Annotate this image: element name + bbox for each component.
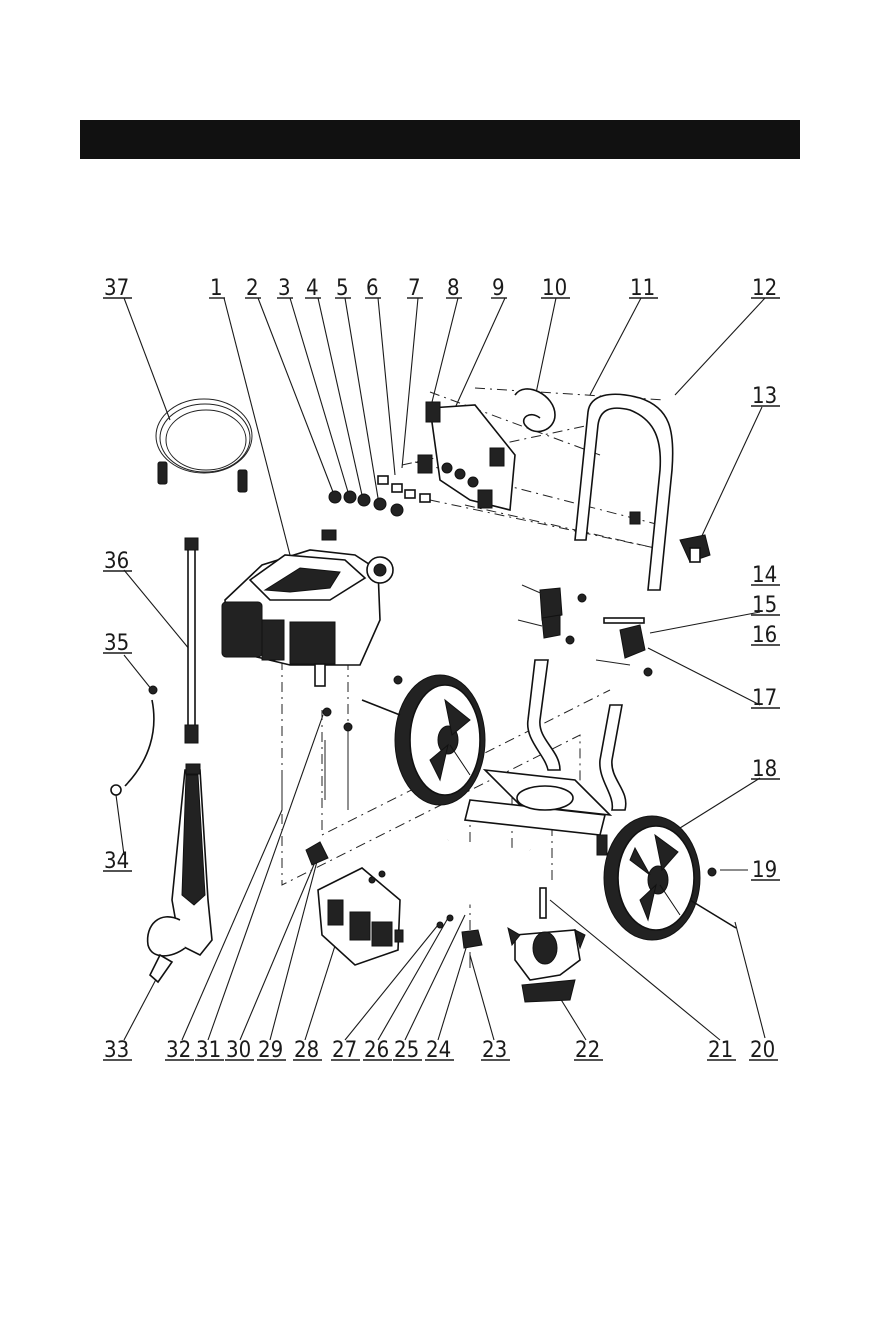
callout-label-23: 23 <box>482 1038 507 1063</box>
callout-label-34: 34 <box>104 849 129 874</box>
spray-gun <box>148 764 212 982</box>
callout-label-7: 7 <box>408 276 421 301</box>
callout-label-5: 5 <box>336 276 349 301</box>
callout-label-24: 24 <box>426 1038 451 1063</box>
callout-label-14: 14 <box>752 563 777 588</box>
callout-label-35: 35 <box>104 631 129 656</box>
handle-frame <box>575 394 673 590</box>
callout-label-15: 15 <box>752 593 777 618</box>
fastener-row <box>329 476 430 516</box>
callout-label-22: 22 <box>575 1038 600 1063</box>
tank-cover <box>318 868 403 965</box>
small-hose <box>111 686 157 795</box>
callout-label-30: 30 <box>226 1038 251 1063</box>
spray-lance <box>185 538 198 743</box>
callout-label-17: 17 <box>752 686 777 711</box>
callout-label-10: 10 <box>542 276 567 301</box>
callout-label-13: 13 <box>752 384 777 409</box>
callout-label-36: 36 <box>104 549 129 574</box>
hose-hook <box>515 389 555 432</box>
callout-label-20: 20 <box>750 1038 775 1063</box>
callout-label-37: 37 <box>104 276 129 301</box>
wheel-right <box>604 816 736 940</box>
engine <box>222 530 393 686</box>
pump <box>508 888 585 1002</box>
gun-holder <box>680 535 710 562</box>
callout-label-8: 8 <box>447 276 460 301</box>
callout-label-25: 25 <box>394 1038 419 1063</box>
high-pressure-hose <box>156 399 252 492</box>
callout-label-9: 9 <box>492 276 505 301</box>
callout-label-12: 12 <box>752 276 777 301</box>
callout-label-16: 16 <box>752 623 777 648</box>
callout-label-31: 31 <box>196 1038 221 1063</box>
callout-label-26: 26 <box>364 1038 389 1063</box>
callout-label-19: 19 <box>752 858 777 883</box>
callout-label-28: 28 <box>294 1038 319 1063</box>
callout-label-3: 3 <box>278 276 291 301</box>
callout-label-27: 27 <box>332 1038 357 1063</box>
callout-label-2: 2 <box>246 276 259 301</box>
callout-label-29: 29 <box>258 1038 283 1063</box>
callout-label-1: 1 <box>210 276 223 301</box>
callout-label-32: 32 <box>166 1038 191 1063</box>
callout-label-21: 21 <box>708 1038 733 1063</box>
callout-label-6: 6 <box>366 276 379 301</box>
wheel-left <box>362 675 485 805</box>
callout-label-4: 4 <box>306 276 319 301</box>
callout-label-33: 33 <box>104 1038 129 1063</box>
callout-label-11: 11 <box>630 276 655 301</box>
callout-label-18: 18 <box>752 757 777 782</box>
